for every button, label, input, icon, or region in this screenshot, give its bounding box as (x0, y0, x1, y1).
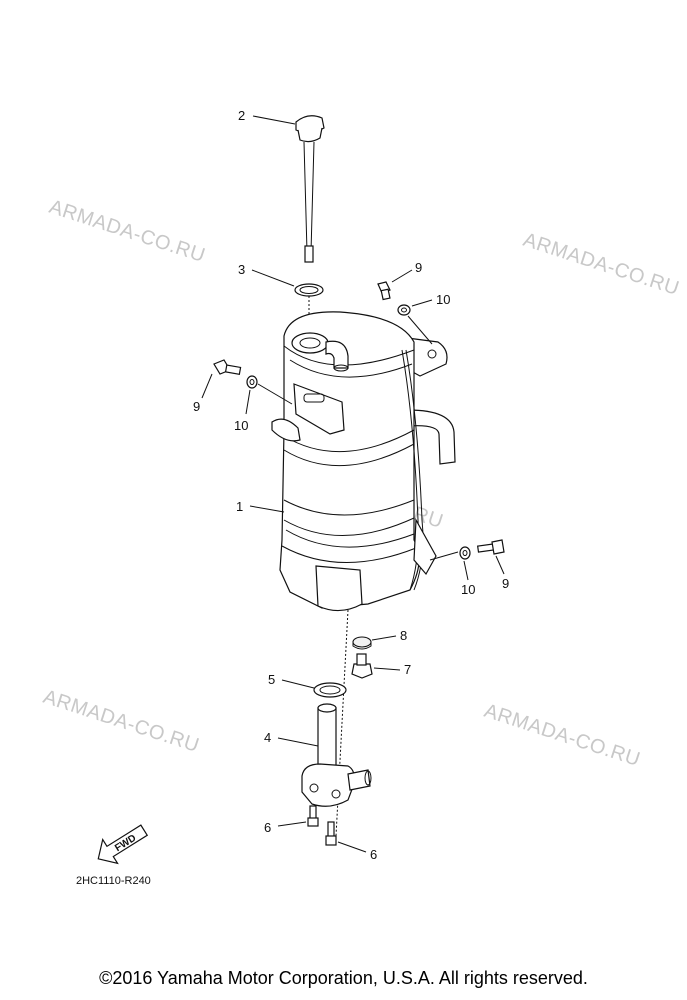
callout-label: 3 (238, 262, 245, 277)
washer-part (352, 636, 372, 648)
callout-label: 1 (236, 499, 243, 514)
watermark: ARMADA-CO.RU (520, 229, 682, 300)
callout-label: 6 (370, 847, 377, 862)
callout-label: 10 (461, 582, 475, 597)
dipstick-part (295, 115, 325, 263)
o-ring-part (294, 283, 324, 297)
screw-part (325, 821, 337, 846)
callout-label: 10 (436, 292, 450, 307)
callout-label: 4 (264, 730, 271, 745)
oil-tank-part (271, 311, 456, 612)
callout-label: 2 (238, 108, 245, 123)
callout-label: 9 (193, 399, 200, 414)
watermark: ARMADA-CO.RU (40, 686, 202, 757)
diagram-part-code: 2HC1110-R240 (76, 875, 151, 887)
copyright-notice: ©2016 Yamaha Motor Corporation, U.S.A. A… (99, 968, 588, 988)
callout-label: 5 (268, 672, 275, 687)
callout-label: 6 (264, 820, 271, 835)
drain-plug-part (351, 653, 373, 679)
callout-label: 10 (234, 418, 248, 433)
callout-label: 8 (400, 628, 407, 643)
bolt-part (377, 281, 391, 301)
washer-part (397, 304, 411, 316)
callout-label: 9 (415, 260, 422, 275)
washer-part (246, 375, 258, 389)
watermark: ARMADA-CO.RU (46, 196, 208, 267)
bolt-part (213, 359, 242, 376)
watermark: ARMADA-CO.RU (481, 700, 643, 771)
callout-label: 7 (404, 662, 411, 677)
bolt-part (476, 539, 505, 555)
pipe-fitting-part (301, 703, 372, 807)
forward-arrow-icon: FWD (97, 824, 149, 865)
screw-part (307, 805, 319, 827)
o-ring-part (313, 682, 347, 698)
callout-label: 9 (502, 576, 509, 591)
washer-part (459, 546, 471, 560)
